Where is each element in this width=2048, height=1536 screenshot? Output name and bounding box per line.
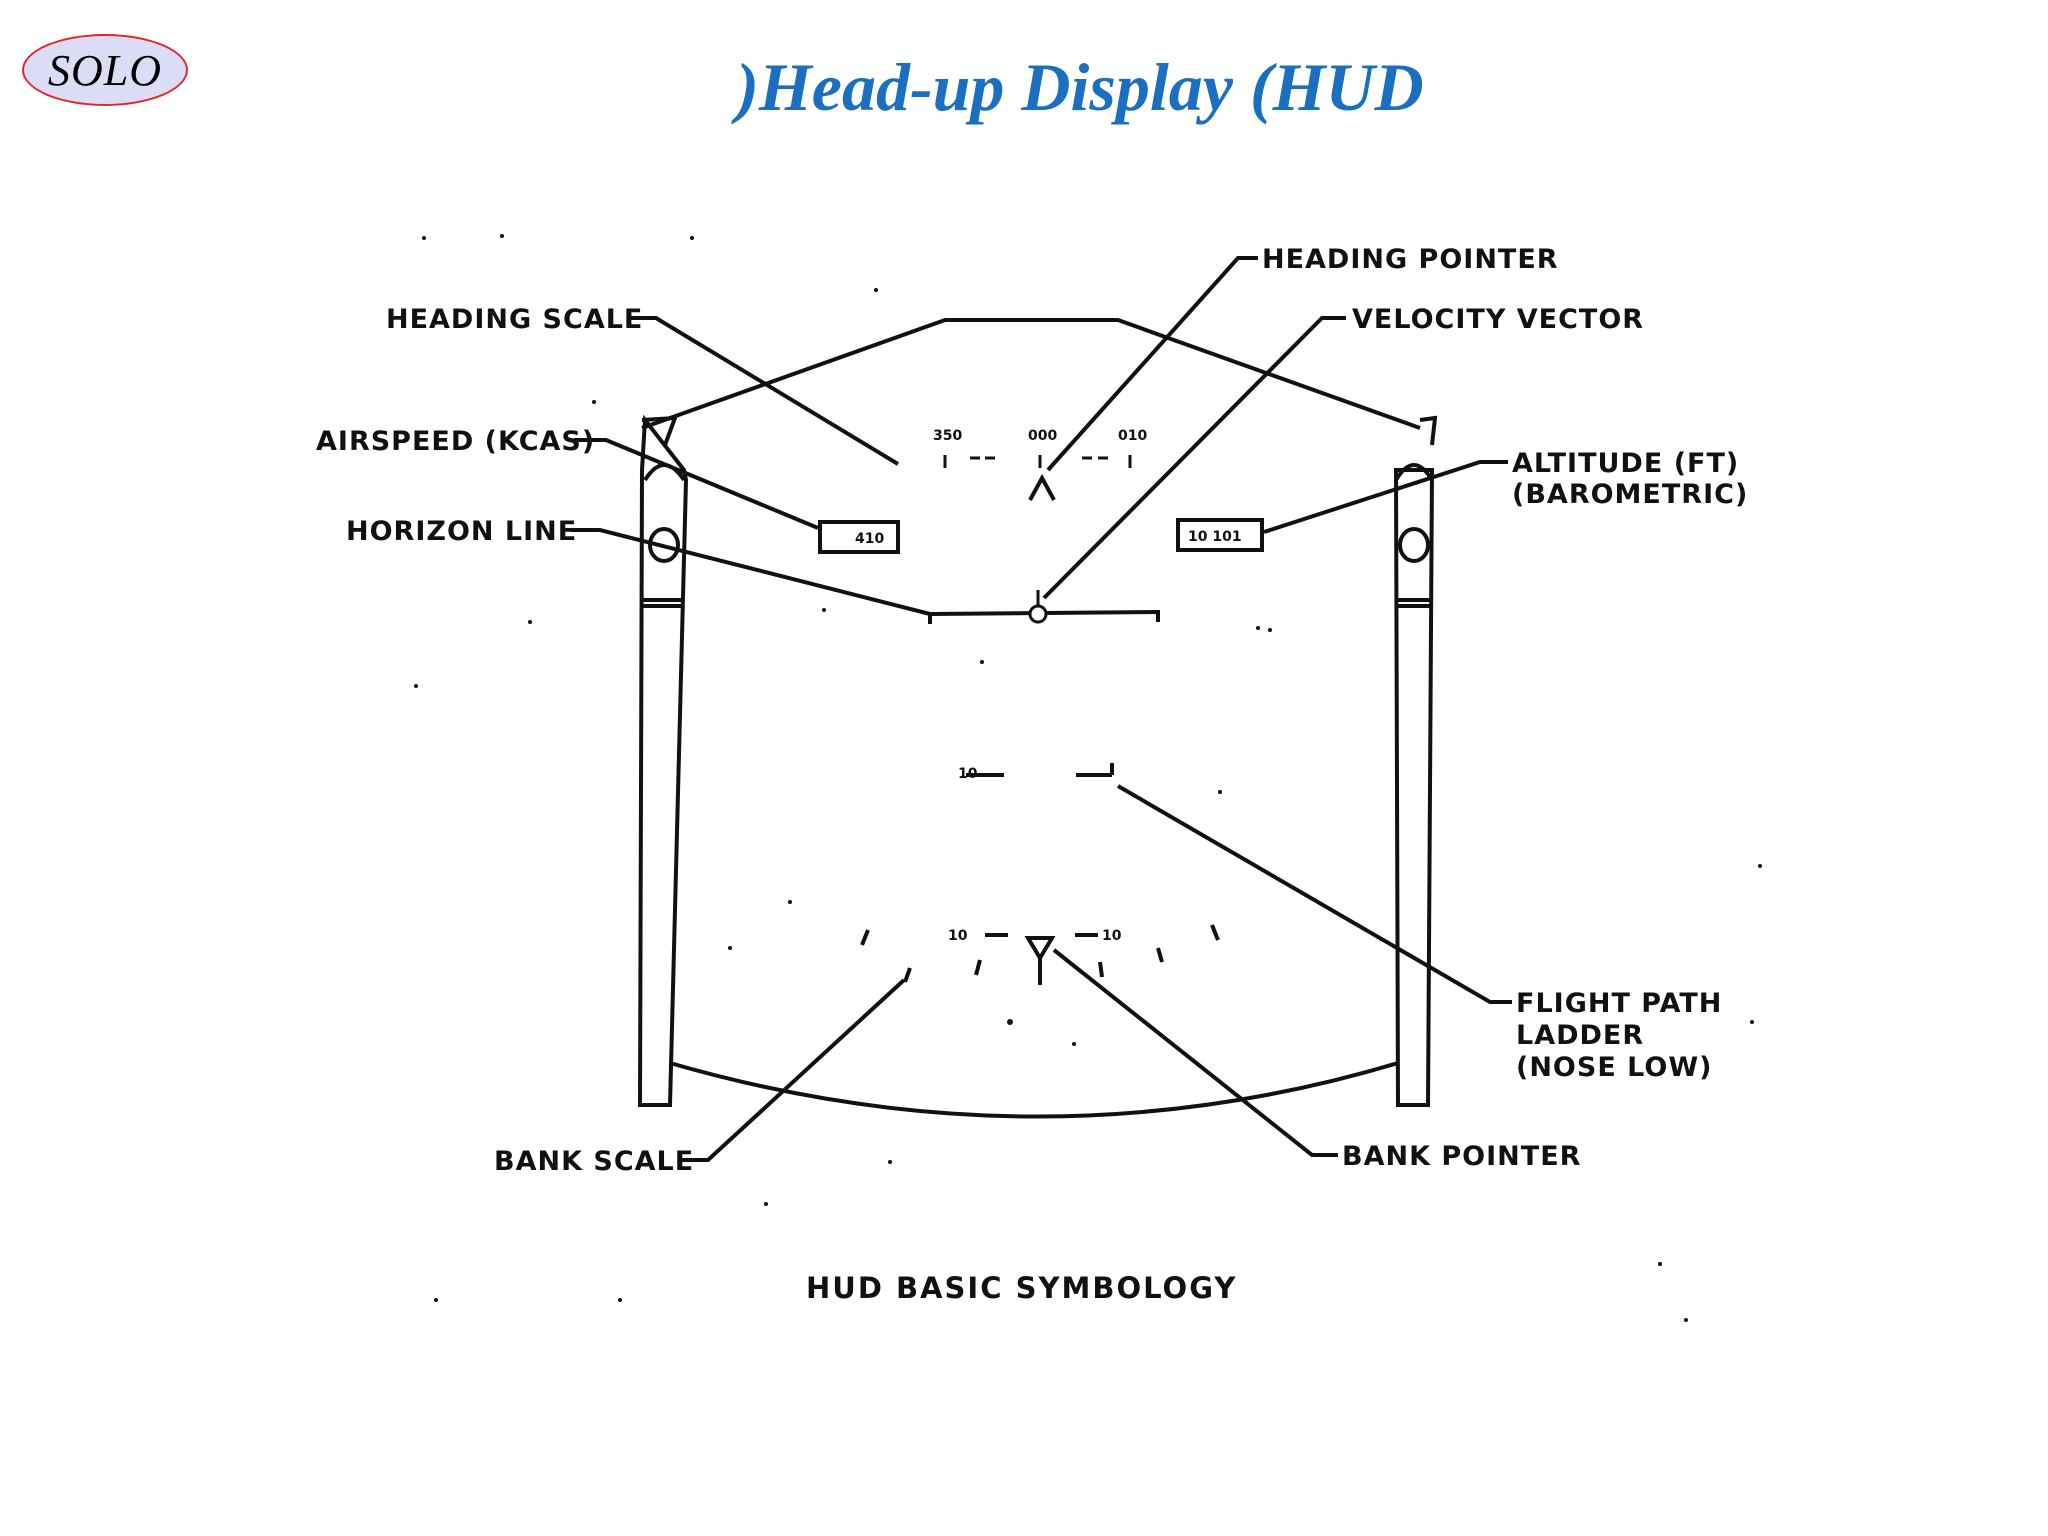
left-post-top xyxy=(643,463,686,482)
bank-scale-leader xyxy=(682,978,906,1162)
label-bank-pointer: BANK POINTER xyxy=(1342,1141,1581,1172)
bank-pointer-leader xyxy=(1052,948,1338,1157)
combiner-bottom-curve xyxy=(669,1061,1399,1119)
bank-pointer-symbol xyxy=(1024,936,1056,985)
label-flight-path-line2: LADDER xyxy=(1516,1020,1644,1051)
bank-scale-symbol xyxy=(860,924,1220,983)
flight-path-ladder-leader xyxy=(1116,784,1512,1004)
left-post xyxy=(637,414,689,1107)
heading-tick-000: 000 xyxy=(1028,428,1057,444)
heading-scale-leader xyxy=(630,316,900,466)
velocity-vector-leader xyxy=(1042,316,1346,600)
ladder-bottom-left-value: 10 xyxy=(948,928,968,944)
airspeed-value: 410 xyxy=(855,531,884,547)
altitude-box xyxy=(1176,518,1264,552)
label-bank-scale: BANK SCALE xyxy=(494,1146,694,1177)
scan-speckles xyxy=(414,234,1762,1322)
left-post-knob xyxy=(648,527,680,563)
label-flight-path-line1: FLIGHT PATH xyxy=(1516,988,1722,1019)
label-altitude-line2: (BAROMETRIC) xyxy=(1512,479,1748,510)
diagram-caption: HUD BASIC SYMBOLOGY xyxy=(806,1271,1237,1305)
solo-logo-text: SOLO xyxy=(47,45,163,95)
heading-pointer-symbol xyxy=(1028,473,1056,501)
heading-tick-350: 350 xyxy=(933,428,962,444)
airspeed-box xyxy=(818,520,900,554)
heading-pointer-leader xyxy=(1046,256,1258,472)
ladder-bottom-right-value: 10 xyxy=(1102,928,1122,944)
right-post xyxy=(1393,468,1435,1107)
airspeed-leader xyxy=(574,438,819,530)
altitude-value: 10 101 xyxy=(1188,529,1242,545)
label-velocity-vector: VELOCITY VECTOR xyxy=(1352,304,1644,335)
altitude-leader xyxy=(1263,460,1508,534)
ladder-top-left-value: 10 xyxy=(958,766,978,782)
right-post-top xyxy=(1394,463,1434,482)
solo-logo: SOLO xyxy=(22,34,188,106)
label-altitude-line1: ALTITUDE (FT) xyxy=(1512,448,1739,479)
label-flight-path-line3: (NOSE LOW) xyxy=(1516,1052,1713,1083)
label-horizon-line: HORIZON LINE xyxy=(346,516,577,547)
horizon-line-leader xyxy=(570,528,931,616)
combiner-top-left-edge xyxy=(641,415,678,446)
label-heading-scale: HEADING SCALE xyxy=(386,304,643,335)
label-heading-pointer: HEADING POINTER xyxy=(1262,244,1559,275)
heading-scale xyxy=(943,455,1132,468)
label-airspeed: AIRSPEED (KCAS) xyxy=(316,426,595,457)
velocity-vector-symbol xyxy=(1028,590,1048,624)
leader-lines xyxy=(570,256,1512,1162)
slide-title: )Head-up Display (HUD xyxy=(736,49,1424,125)
heading-tick-010: 010 xyxy=(1118,428,1147,444)
flight-path-ladder-rung xyxy=(966,763,1114,777)
right-post-knob xyxy=(1398,527,1430,563)
combiner-top-right-edge xyxy=(1419,415,1438,446)
